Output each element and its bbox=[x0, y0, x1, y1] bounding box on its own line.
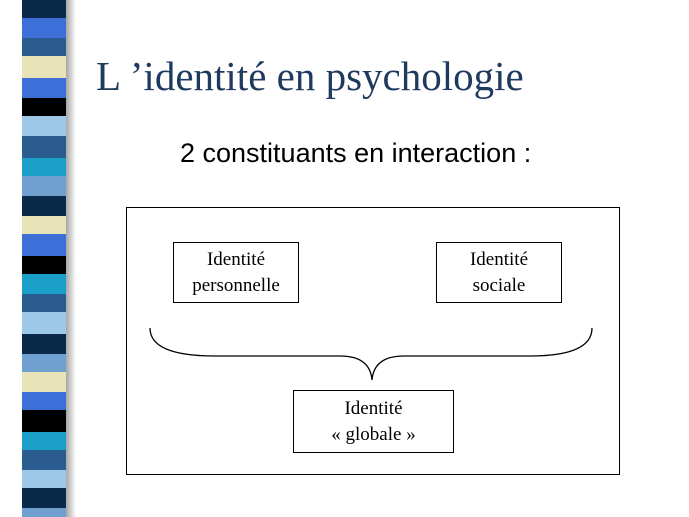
stripe-band bbox=[22, 294, 66, 312]
stripe-band bbox=[22, 98, 66, 116]
stripe-band bbox=[22, 410, 66, 432]
stripe-band bbox=[22, 18, 66, 38]
node-label-line1: Identité bbox=[344, 396, 402, 422]
stripe-band bbox=[22, 78, 66, 98]
stripe-band bbox=[22, 0, 66, 18]
node-label-line2: « globale » bbox=[331, 422, 415, 448]
stripe-band bbox=[22, 470, 66, 488]
stripe-band bbox=[22, 488, 66, 508]
stripe-band bbox=[22, 234, 66, 256]
stripe-band bbox=[22, 312, 66, 334]
stripe-band bbox=[22, 38, 66, 56]
stripe-band bbox=[22, 450, 66, 470]
stripe-band bbox=[22, 158, 66, 176]
node-label-line1: Identité bbox=[207, 247, 265, 273]
stripe-band bbox=[22, 216, 66, 234]
stripe-band bbox=[22, 354, 66, 372]
decorative-stripe-shadow bbox=[66, 0, 76, 517]
stripe-band bbox=[22, 176, 66, 196]
stripe-band bbox=[22, 274, 66, 294]
stripe-band bbox=[22, 256, 66, 274]
stripe-band bbox=[22, 392, 66, 410]
node-label-line2: sociale bbox=[473, 273, 526, 299]
node-identite-personnelle: Identité personnelle bbox=[173, 242, 299, 303]
stripe-band bbox=[22, 334, 66, 354]
stripe-band bbox=[22, 116, 66, 136]
node-label-line2: personnelle bbox=[192, 273, 280, 299]
stripe-band bbox=[22, 508, 66, 517]
slide-title: L ’identité en psychologie bbox=[96, 52, 524, 100]
node-identite-globale: Identité « globale » bbox=[293, 390, 454, 453]
slide-subtitle: 2 constituants en interaction : bbox=[180, 138, 531, 169]
stripe-band bbox=[22, 56, 66, 78]
stripe-band bbox=[22, 136, 66, 158]
decorative-stripe bbox=[22, 0, 66, 517]
node-identite-sociale: Identité sociale bbox=[436, 242, 562, 303]
stripe-band bbox=[22, 432, 66, 450]
stripe-band bbox=[22, 196, 66, 216]
stripe-band bbox=[22, 372, 66, 392]
node-label-line1: Identité bbox=[470, 247, 528, 273]
